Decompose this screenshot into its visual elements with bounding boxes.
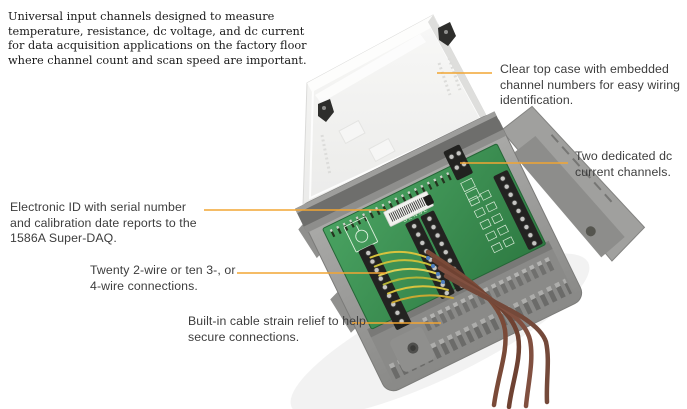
terminal-screw [499,175,506,182]
yellow-jumper-wires [369,250,454,304]
callout-lines [204,72,568,324]
channel-grid-cell [473,206,486,219]
channel-grid-cell [502,236,515,248]
terminal-screw [411,223,418,230]
wire-markers [426,256,445,284]
terminal-screw [415,231,422,238]
case-clip-icon [318,22,456,122]
channel-grid-cell [490,242,503,254]
intro-paragraph: Universal input channels designed to mea… [8,10,307,67]
terminal-screw [507,191,514,198]
channel-grid-cell [479,189,492,201]
brown-test-leads [425,249,551,409]
terminal-screw [434,232,441,239]
dc-current-terminal-block [443,144,481,202]
terminal-screw [438,240,445,247]
terminal-screw [519,216,526,223]
terminal-screw [453,164,460,171]
callout-top-case: Clear top case with embedded channel num… [500,62,681,108]
callout-dc-channels: Two dedicated dc current channels. [575,149,673,179]
terminal-screw [503,183,510,190]
channel-number-grid [468,189,515,254]
terminal-screw [448,153,455,160]
terminal-screw [531,240,538,247]
terminal-screw [365,250,372,257]
channel-grid-cell [485,230,498,242]
terminal-screw [527,232,534,239]
terminal-screw [515,207,522,214]
terminal-screw [446,257,453,264]
transistor [423,194,434,206]
terminal-screw [442,249,449,256]
channel-grid-cell [496,224,509,236]
wiring [369,249,551,409]
terminal-screw [523,224,530,231]
channel-grid-cell [485,201,498,213]
terminal-screw [443,290,450,297]
terminal-screw [455,150,462,157]
terminal-screw [419,239,426,246]
terminal-screw [394,309,401,316]
side-rail [500,105,646,262]
channel-grid-cell [491,212,504,225]
terminal-screw [426,215,433,222]
callout-connections: Twenty 2-wire or ten 3-, or 4-wire conne… [90,263,236,293]
module-body: SENSE [294,105,646,392]
pcb: SENSE [322,143,546,330]
callout-electronic-id: Electronic ID with serial number and cal… [10,200,197,246]
terminal-screw [369,258,376,265]
terminal-screw [430,224,437,231]
strain-relief-teeth [388,255,573,380]
channel-grid-cell [479,218,492,230]
case-top-edge [307,15,438,92]
callout-strain-relief: Built-in cable strain relief to help sec… [188,314,366,344]
embossed-channel-numbers [320,57,462,176]
terminal-screw [511,199,518,206]
channel-grid-cell [468,195,481,207]
